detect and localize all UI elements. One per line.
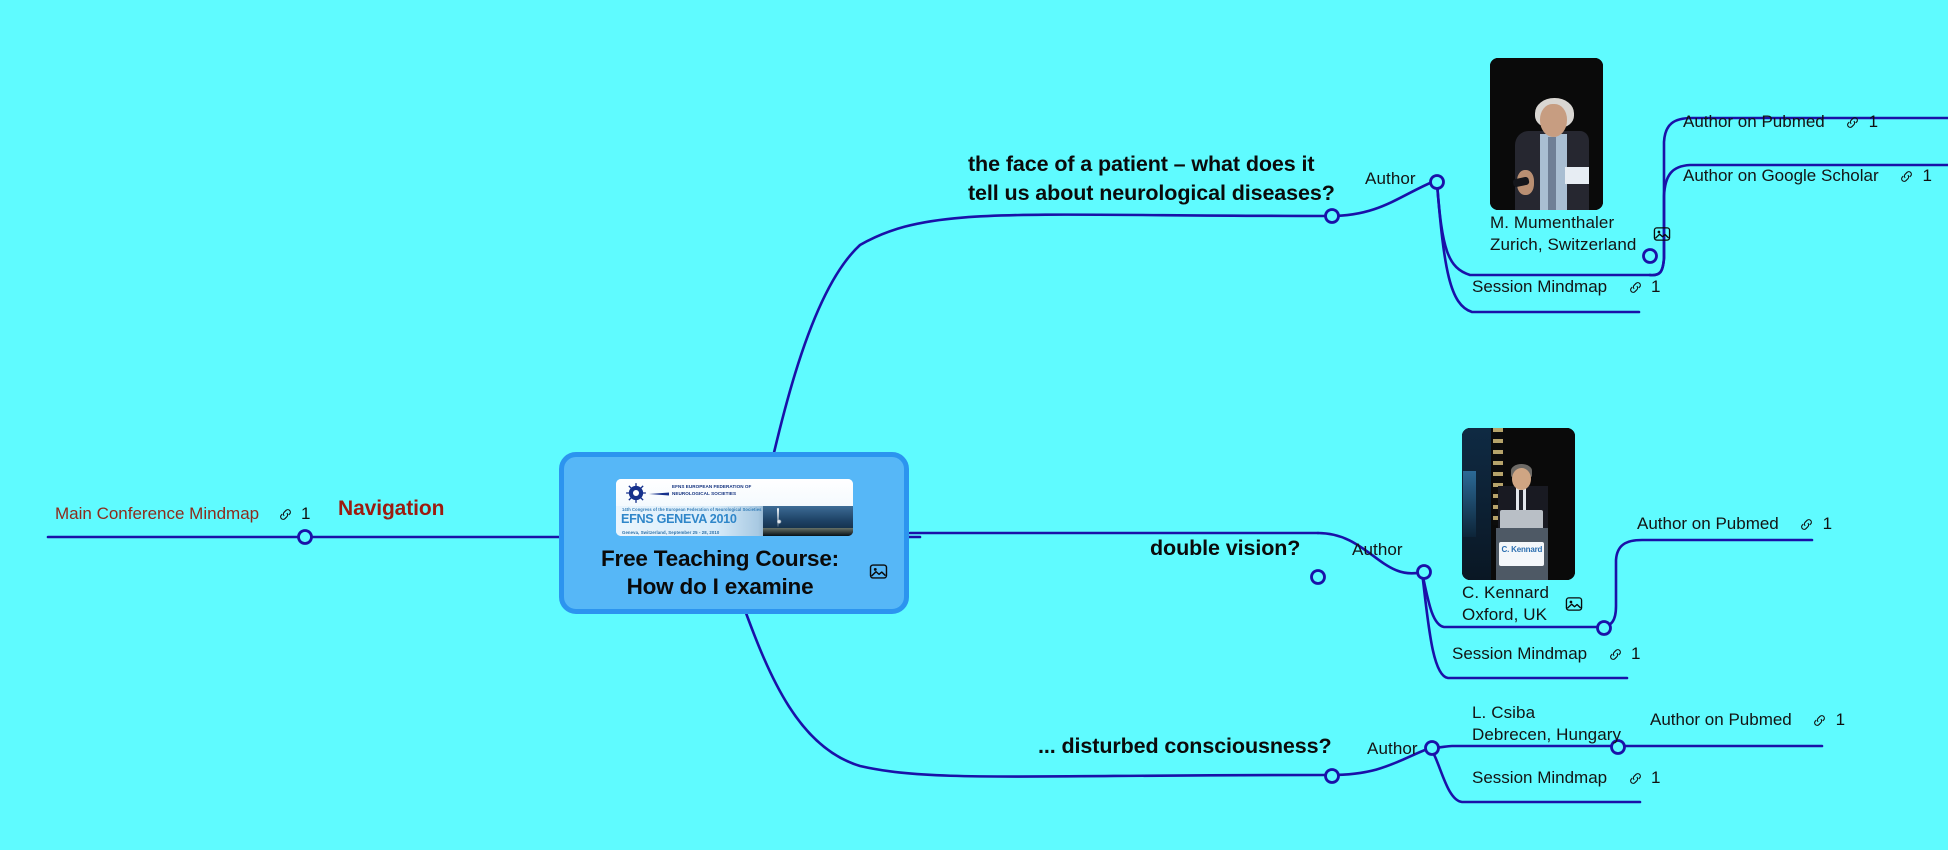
- author-photo-mumenthaler[interactable]: [1490, 58, 1603, 210]
- nav-item-main-conference-mindmap[interactable]: Main Conference Mindmap 1: [55, 504, 310, 527]
- author-on-pubmed-link-face[interactable]: Author on Pubmed 1: [1683, 112, 1878, 135]
- author-name: L. Csiba: [1472, 703, 1536, 722]
- image-icon[interactable]: [1653, 225, 1671, 248]
- author-name: M. Mumenthaler: [1490, 213, 1615, 232]
- junction-dot-disturbed-author: [1424, 740, 1440, 756]
- role-label-disturbed-author[interactable]: Author: [1367, 739, 1418, 758]
- session-mindmap-label: Session Mindmap: [1472, 277, 1608, 296]
- link-icon[interactable]: [1899, 169, 1914, 189]
- session-mindmap-count: 1: [1651, 277, 1661, 296]
- author-block-mumenthaler[interactable]: M. Mumenthaler Zurich, Switzerland: [1490, 212, 1671, 257]
- session-mindmap-label: Session Mindmap: [1452, 644, 1588, 663]
- efns-conference-banner: EFNS EUROPEAN FEDERATION OF NEUROLOGICAL…: [616, 479, 853, 536]
- author-affiliation: Oxford, UK: [1462, 605, 1548, 625]
- junction-dot-face-author: [1429, 174, 1445, 190]
- author-affiliation: Debrecen, Hungary: [1472, 725, 1622, 745]
- link-icon[interactable]: [1845, 115, 1860, 135]
- banner-org-line2: NEUROLOGICAL SOCIETIES: [672, 490, 737, 496]
- topic-line-2: tell us about neurological diseases?: [968, 181, 1335, 206]
- navigation-heading: Navigation: [338, 497, 445, 520]
- author-link-label: Author on Pubmed: [1637, 514, 1779, 533]
- junction-dot-face-topic: [1324, 208, 1340, 224]
- author-link-count: 1: [1822, 514, 1833, 533]
- session-mindmap-label: Session Mindmap: [1472, 768, 1608, 787]
- junction-dot-double-vision-author: [1416, 564, 1432, 580]
- author-on-pubmed-link-double-vision[interactable]: Author on Pubmed 1: [1637, 514, 1832, 537]
- session-mindmap-link-face[interactable]: Session Mindmap 1: [1472, 277, 1661, 300]
- image-icon[interactable]: [1565, 595, 1583, 618]
- session-mindmap-count: 1: [1651, 768, 1661, 787]
- author-link-count: 1: [1922, 166, 1932, 185]
- role-label-face-author[interactable]: Author: [1365, 169, 1416, 188]
- session-mindmap-count: 1: [1631, 644, 1641, 663]
- topic-label-disturbed-consciousness[interactable]: ... disturbed consciousness?: [1038, 734, 1332, 758]
- author-block-kennard[interactable]: C. Kennard Oxford, UK: [1462, 582, 1583, 627]
- photo-nameplate-caption: C. Kennard: [1501, 545, 1543, 555]
- author-block-csiba[interactable]: L. Csiba Debrecen, Hungary: [1472, 702, 1621, 747]
- junction-dot-double-vision-topic: [1310, 569, 1326, 585]
- junction-dot-disturbed-topic: [1324, 768, 1340, 784]
- banner-event-title: EFNS GENEVA 2010: [621, 512, 737, 526]
- image-icon[interactable]: [869, 562, 888, 586]
- junction-dot-double-vision-links: [1596, 620, 1612, 636]
- central-node[interactable]: EFNS EUROPEAN FEDERATION OF NEUROLOGICAL…: [559, 452, 909, 614]
- topic-label-double-vision[interactable]: double vision?: [1150, 536, 1301, 560]
- session-mindmap-link-disturbed[interactable]: Session Mindmap 1: [1472, 768, 1661, 791]
- banner-congress-line: 14th Congress of the European Federation…: [622, 507, 762, 512]
- author-link-label: Author on Pubmed: [1650, 710, 1792, 729]
- link-icon[interactable]: [1608, 647, 1623, 667]
- topic-line-1: the face of a patient – what does it: [968, 152, 1315, 176]
- link-icon[interactable]: [1812, 713, 1827, 733]
- banner-org-line1: EFNS EUROPEAN FEDERATION OF: [672, 484, 752, 489]
- author-link-count: 1: [1868, 112, 1879, 131]
- author-link-label: Author on Pubmed: [1683, 112, 1825, 131]
- nav-item-count: 1: [301, 504, 311, 523]
- session-mindmap-link-double-vision[interactable]: Session Mindmap 1: [1452, 644, 1641, 667]
- link-icon[interactable]: [1628, 771, 1643, 791]
- author-link-count: 1: [1835, 710, 1846, 729]
- link-icon[interactable]: [1628, 280, 1643, 300]
- author-link-label: Author on Google Scholar: [1683, 166, 1879, 185]
- efns-logo-swoosh-icon: [649, 492, 669, 496]
- role-label-double-vision-author[interactable]: Author: [1352, 540, 1403, 559]
- author-on-google-scholar-link-face[interactable]: Author on Google Scholar 1: [1683, 166, 1932, 189]
- nav-item-label: Main Conference Mindmap: [55, 504, 260, 523]
- central-node-title: Free Teaching Course: How do I examine: [601, 546, 839, 599]
- author-name: C. Kennard: [1462, 583, 1549, 602]
- banner-geneva-photo: [763, 506, 853, 536]
- topic-label-face-of-a-patient[interactable]: the face of a patient – what does it tel…: [968, 150, 1335, 208]
- author-photo-kennard[interactable]: C. Kennard: [1462, 428, 1575, 580]
- efns-logo-icon: [626, 483, 646, 503]
- link-icon[interactable]: [278, 507, 293, 527]
- link-icon[interactable]: [1799, 517, 1814, 537]
- junction-dot-navigation: [297, 529, 313, 545]
- author-on-pubmed-link-disturbed[interactable]: Author on Pubmed 1: [1650, 710, 1845, 733]
- author-affiliation: Zurich, Switzerland: [1490, 235, 1637, 255]
- banner-event-subtitle: Geneva, Switzerland, September 25 - 28, …: [622, 530, 720, 535]
